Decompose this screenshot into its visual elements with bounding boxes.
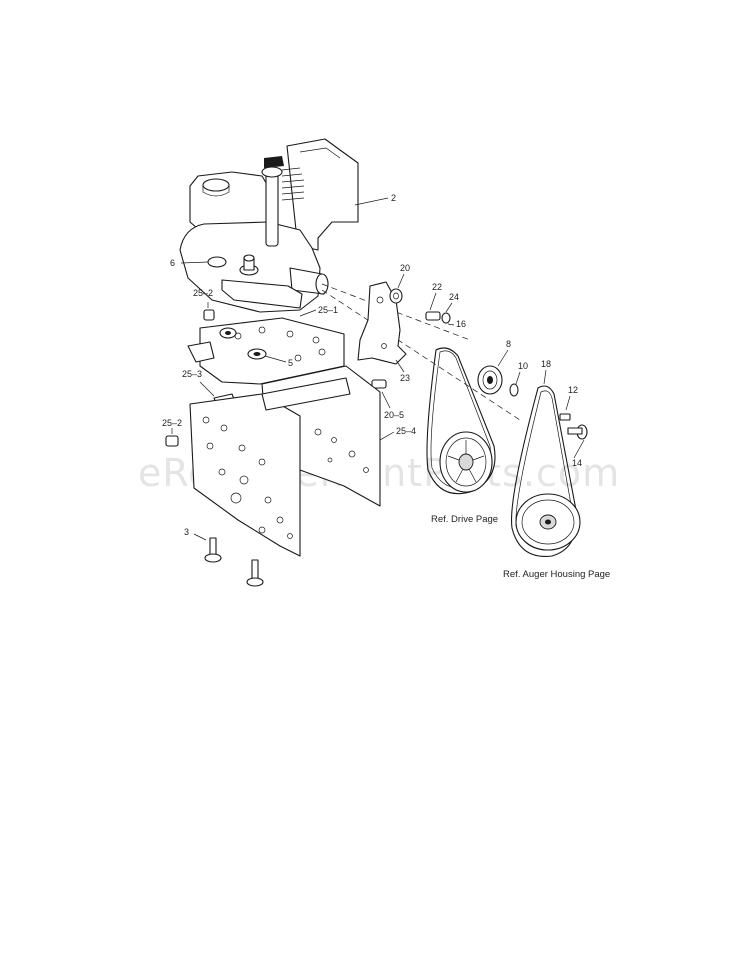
spacer-parts [425,311,451,324]
callout-25-3: 25–3 [182,369,202,379]
carriage-bolts [204,537,264,587]
ref-drive-page: Ref. Drive Page [431,514,498,525]
callout-20: 20 [400,263,410,273]
callout-25-1: 25–1 [318,305,338,315]
callout-6: 6 [170,258,175,268]
callout-16: 16 [456,319,466,329]
frame-side-panels [189,365,381,557]
callout-23: 23 [400,373,410,383]
callout-8: 8 [506,339,511,349]
drive-pulley-and-belt [426,347,496,495]
belt-guide-bolts [559,413,588,440]
pivot-bushing [389,288,403,304]
callout-25-4: 25–4 [396,426,416,436]
callout-2: 2 [391,193,396,203]
ref-auger-housing-page: Ref. Auger Housing Page [503,569,610,580]
shoulder-spacer [371,379,387,389]
callout-18: 18 [541,359,551,369]
callout-24: 24 [449,292,459,302]
bushing-25-2-top [203,309,215,321]
auger-pulley-and-belt [511,385,581,557]
callout-25-2-side: 25–2 [162,418,182,428]
callout-20-5: 20–5 [384,410,404,420]
callout-14: 14 [572,458,582,468]
callout-5: 5 [288,358,293,368]
bushing-25-2-side [165,435,179,447]
engine-pulley [477,365,519,397]
callout-22: 22 [432,282,442,292]
engine-bolts [207,254,259,276]
engine [179,138,359,313]
callout-12: 12 [568,385,578,395]
callout-10: 10 [518,361,528,371]
callout-25-2-top: 25–2 [193,288,213,298]
callout-3: 3 [184,527,189,537]
